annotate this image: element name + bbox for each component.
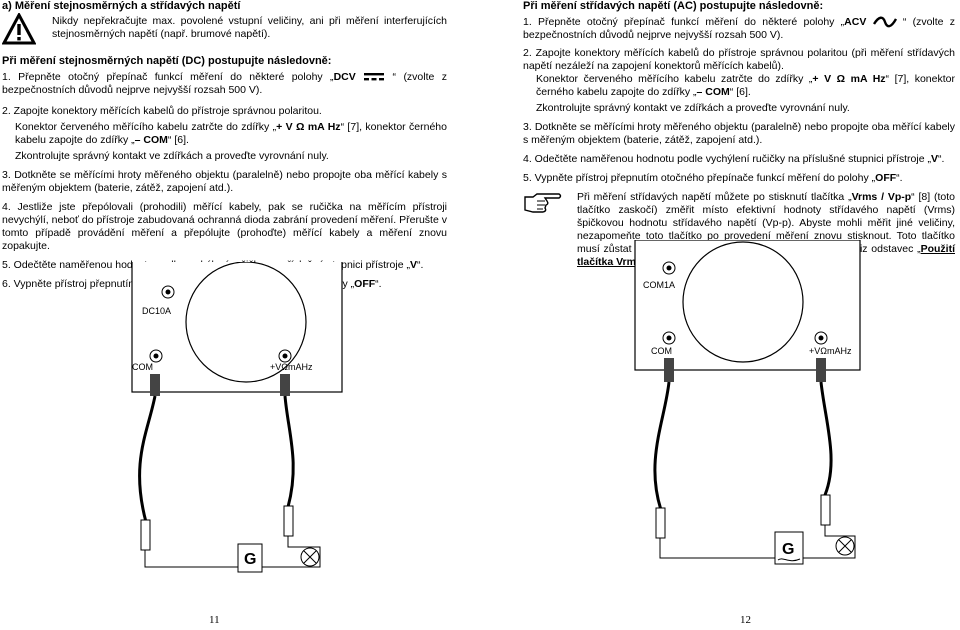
generator-wave	[777, 558, 801, 562]
note-block: Při měření střídavých napětí můžete po s…	[523, 191, 955, 269]
ac-measurement-diagram: COM1A COM +VΩmAHz G	[634, 240, 861, 565]
pointing-hand-icon	[524, 193, 562, 213]
generator-symbol	[774, 531, 804, 565]
ac-heading: Při měření střídavých napětí (AC) postup…	[523, 0, 824, 12]
warning-block: Nikdy nepřekračujte max. povolené vstupn…	[2, 13, 447, 45]
meter-dial	[185, 262, 307, 383]
ac-plus-socket-label: + V Ω mA Hz	[812, 73, 886, 85]
plus-socket-hole	[282, 353, 288, 359]
red-lead	[819, 381, 833, 496]
red-probe	[820, 494, 831, 526]
step-1: 1. Přepněte otočný přepínač funkcí měřen…	[2, 71, 447, 97]
com-label: COM	[132, 362, 153, 372]
ac-step-5-text-b: “.	[896, 172, 903, 184]
plus-socket-hole	[818, 335, 824, 341]
ac-wave-icon	[872, 16, 897, 28]
ac-step-4: 4. Odečtěte naměřenou hodnotu podle vych…	[523, 153, 955, 166]
com-socket-hole	[153, 353, 159, 359]
ac-step-1-text-a: 1. Přepněte otočný přepínač funkcí měřen…	[523, 16, 845, 28]
plus-socket-label: + V Ω mA Hz	[276, 121, 341, 133]
step-1-text-b: “ (zvolte z bezpečnostních důvodů nejprv…	[2, 71, 448, 96]
circuit-wire	[144, 536, 321, 568]
ac-com-socket-label: – COM	[696, 86, 730, 98]
dc-symbol-icon	[364, 73, 385, 81]
step-1-bold: DCV	[333, 71, 356, 83]
step-5-text-b: “.	[417, 259, 424, 271]
page-number-right: 12	[740, 614, 751, 626]
black-lead	[653, 381, 671, 511]
com-label: COM	[651, 346, 672, 356]
step-2-detail-a: Konektor červeného měřícího kabelu zatrč…	[15, 121, 277, 133]
generator-g-letter: G	[782, 541, 794, 558]
ac-step-2-check: Zkontrolujte správný kontakt ve zdířkách…	[536, 102, 850, 114]
step-6-text-b: “.	[375, 278, 382, 290]
step-2-detail-b: “ [7], konektor černého kabelu zapojte d…	[15, 121, 447, 146]
range-socket-hole	[666, 265, 672, 271]
page-number-left: 11	[209, 614, 220, 626]
ac-step-5: 5. Vypněte přístroj přepnutím otočného p…	[523, 172, 955, 185]
dc-heading: Při měření stejnosměrných napětí (DC) po…	[2, 55, 332, 67]
red-plug	[280, 374, 290, 396]
ac-step-2-detail: Konektor červeného měřícího kabelu zatrč…	[523, 73, 955, 99]
ac-step-2-detail-b: “ [7], konektor černého kabelu zapojte d…	[536, 73, 955, 98]
range-label: COM1A	[643, 280, 675, 290]
lamp-cross	[303, 550, 317, 564]
dc10a-socket-hole	[165, 289, 171, 295]
ac-step-2: 2. Zapojte konektory měřících kabelů do …	[523, 47, 955, 72]
black-lead	[138, 395, 157, 523]
com-socket-label: – COM	[134, 134, 168, 146]
ac-step-4-bold: V	[930, 153, 938, 165]
step-2-detail: Konektor červeného měřícího kabelu zatrč…	[2, 121, 447, 147]
ac-step-4-text: 4. Odečtěte naměřenou hodnotu podle vych…	[523, 153, 931, 165]
section-title: a) Měření stejnosměrných a střídavých na…	[2, 0, 241, 12]
com-socket-hole	[666, 335, 672, 341]
meter-dial	[682, 241, 804, 363]
battery-g-letter: G	[244, 551, 256, 568]
ac-step-2-detail-a: Konektor červeného měřícího kabelu zatrč…	[536, 73, 813, 85]
plus-label: +VΩmAHz	[809, 346, 852, 356]
step-2: 2. Zapojte konektory měřících kabelů do …	[2, 105, 322, 117]
dc10a-label: DC10A	[142, 306, 171, 316]
step-4: 4. Jestliže jste přepólovali (prohodili)…	[2, 201, 447, 252]
ac-step-1-bold: ACV	[844, 16, 867, 28]
ac-step-3: 3. Dotkněte se měřícími hroty měřeného o…	[523, 121, 955, 146]
red-plug	[816, 358, 826, 382]
note-bold-button: Vrms / Vp-p	[851, 191, 912, 203]
battery-symbol	[237, 543, 263, 573]
note-text-a: Při měření střídavých napětí můžete po s…	[577, 191, 852, 203]
lamp-cross	[838, 539, 852, 553]
step-2-detail-c: “ [6].	[167, 134, 189, 146]
step-2-check: Zkontrolujte správný kontakt ve zdířkách…	[15, 150, 329, 162]
left-column: a) Měření stejnosměrných a střídavých na…	[2, 0, 447, 291]
red-probe	[283, 505, 294, 537]
ac-step-5-text-a: 5. Vypněte přístroj přepnutím otočného p…	[523, 172, 876, 184]
warning-text: Nikdy nepřekračujte max. povolené vstupn…	[52, 15, 447, 40]
circuit-wire	[659, 525, 856, 559]
step-3: 3. Dotkněte se měřícími hroty měřeného o…	[2, 169, 447, 194]
step-1-text-a: 1. Přepněte otočný přepínač funkcí měřen…	[2, 71, 334, 83]
black-plug	[150, 374, 160, 396]
dc-measurement-diagram: DC10A COM +VΩmAHz G	[131, 262, 343, 573]
red-lead	[283, 395, 295, 508]
black-probe	[655, 507, 666, 539]
ac-step-5-bold: OFF	[875, 172, 897, 184]
black-probe	[140, 519, 151, 551]
ac-step-1: 1. Přepněte otočný přepínač funkcí měřen…	[523, 16, 955, 42]
step-5-bold: V	[409, 259, 417, 271]
right-column: Při měření střídavých napětí (AC) postup…	[523, 0, 955, 269]
ac-step-4-end: “.	[938, 153, 945, 165]
warning-triangle-icon	[2, 13, 36, 45]
black-plug	[664, 358, 674, 382]
ac-step-2-detail-c: “ [6].	[729, 86, 751, 98]
ac-step-1-text-b: “ (zvolte z bezpečnostních důvodů nejprv…	[523, 16, 955, 41]
plus-label: +VΩmAHz	[270, 362, 313, 372]
note-text: Při měření střídavých napětí můžete po s…	[577, 191, 955, 269]
step-6-bold: OFF	[354, 278, 376, 290]
